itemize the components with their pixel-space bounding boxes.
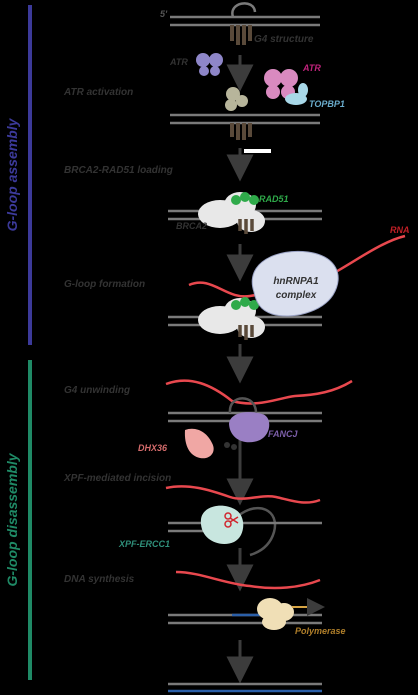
rna-strand [165, 485, 321, 504]
step-label-dna-synthesis: DNA synthesis [64, 574, 135, 585]
stage-xpf-incision: XPF-mediated incision XPF-ERCC1 [63, 473, 322, 557]
dhx36-protein [184, 428, 214, 459]
hnrnpa1-complex [251, 250, 339, 317]
atr-label-left: ATR [169, 57, 188, 67]
stage-dna-synthesis: DNA synthesis Polymerase [64, 570, 346, 636]
polymerase-label: Polymerase [295, 626, 346, 636]
stage-atr-activation: ATR ATR TOPBP1 ATR activation [63, 53, 345, 153]
topbp1-protein [285, 83, 308, 105]
step-label-formation: G-loop formation [64, 279, 145, 290]
five-prime-label: 5' [160, 9, 168, 19]
hnrnpa1-label-line1: hnRNPA1 [273, 276, 319, 287]
disassembly-phase-label: G-loop disassembly [4, 452, 20, 586]
dna-loop [231, 2, 257, 18]
g4-quadruplex [238, 219, 254, 234]
atr-label-right: ATR [302, 63, 321, 73]
dhx36-label: DHX36 [138, 443, 168, 453]
released-g4 [224, 442, 230, 448]
g4-quadruplex [230, 25, 252, 45]
rad51-label: RAD51 [259, 194, 289, 204]
step-label-xpf: XPF-mediated incision [63, 473, 171, 484]
brca2-label: BRCA2 [176, 221, 207, 231]
g4-quadruplex [238, 325, 254, 340]
unknown-protein [225, 87, 248, 111]
rna-strand [175, 570, 321, 590]
released-g4 [231, 444, 237, 450]
stage-final-dna [168, 682, 322, 693]
rna-strand [165, 379, 353, 405]
xpf-label: XPF-ERCC1 [118, 539, 170, 549]
step-label-g4: G4 structure [254, 34, 314, 45]
hnrnpa1-label-line2: complex [276, 290, 317, 301]
rad51-filament [231, 297, 259, 310]
stage-g-loop-formation: G-loop formation RNA hnRNPA1 complex [64, 225, 410, 340]
step-label-unwinding: G4 unwinding [64, 385, 130, 396]
dna-loop [228, 397, 258, 414]
stage-g4-structure: 5' G4 structure [160, 2, 320, 45]
stage-g4-unwinding: G4 unwinding FANCJ DHX36 [64, 379, 353, 459]
divider-mark [244, 149, 271, 153]
fancj-protein [229, 412, 270, 443]
g4-quadruplex [230, 123, 252, 140]
stage-brca2-rad51-loading: BRCA2-RAD51 loading RAD51 BRCA2 [64, 165, 322, 234]
atr-protein-left [196, 53, 223, 76]
rad51-filament [231, 192, 259, 205]
step-label-atr: ATR activation [63, 87, 133, 98]
scissors-icon [224, 512, 239, 528]
assembly-phase-label: G-loop assembly [4, 117, 20, 231]
fancj-label: FANCJ [268, 429, 298, 439]
g-loop-arc [237, 506, 277, 557]
polymerase-protein [257, 598, 294, 630]
topbp1-label: TOPBP1 [309, 99, 345, 109]
xpf-ercc1-protein [200, 505, 244, 544]
rna-label: RNA [390, 225, 410, 235]
step-label-loading: BRCA2-RAD51 loading [64, 165, 173, 176]
